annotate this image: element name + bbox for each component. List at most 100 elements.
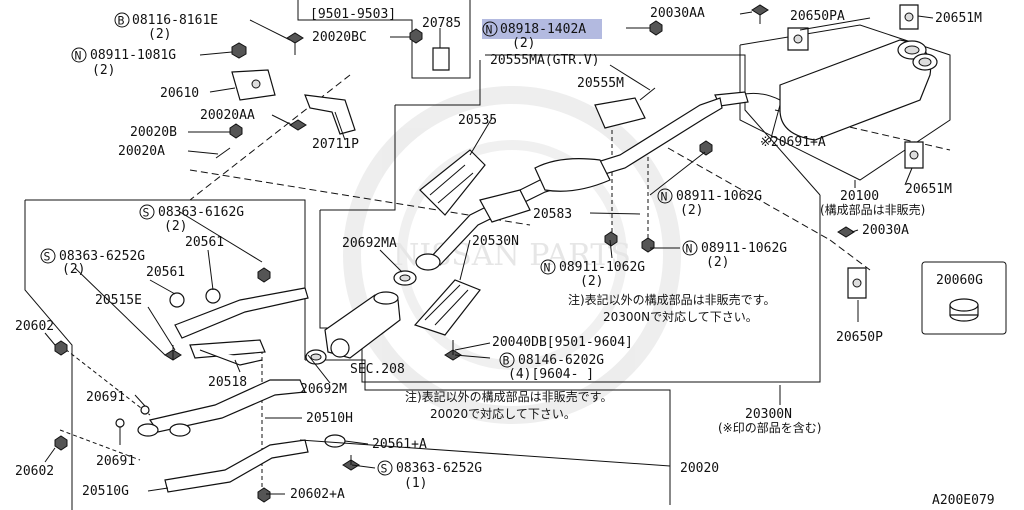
fastener-nut <box>54 435 68 451</box>
label-20040db[interactable]: 20040DB[9501-9604] <box>492 335 633 350</box>
label-20691a[interactable]: ※20691+A <box>760 135 826 150</box>
label-20650p[interactable]: 20650P <box>836 330 883 345</box>
label-20711p[interactable]: 20711P <box>312 137 359 152</box>
fastener-bolt <box>751 4 769 24</box>
label-20020aa[interactable]: 20020AA <box>200 108 255 123</box>
label-08911-1062g[interactable]: 08911-1062G <box>676 189 762 204</box>
label-20561a[interactable]: 20561+A <box>372 437 427 452</box>
label-08911-1081g[interactable]: 08911-1081G <box>90 48 176 63</box>
highlight-08918-1402a[interactable] <box>482 19 602 39</box>
fastener-nut <box>409 28 423 44</box>
label-20691[interactable]: 20691 <box>86 390 125 405</box>
label-20785[interactable]: 20785 <box>422 16 461 31</box>
label-20650pa[interactable]: 20650PA <box>790 9 845 24</box>
fastener-bolt <box>289 119 307 131</box>
label-qty: (2) <box>706 255 729 270</box>
label-08363-6252g[interactable]: 08363-6252G <box>59 249 145 264</box>
label-qty: (2) <box>680 203 703 218</box>
label-sec208[interactable]: SEC.208 <box>350 362 405 377</box>
fastener-bolt <box>444 340 462 361</box>
frame-20100 <box>739 24 951 181</box>
bracket-20785 <box>432 47 450 71</box>
marker-s: S <box>381 462 388 476</box>
label-20692ma[interactable]: 20692MA <box>342 236 397 251</box>
heat-shield-20530n <box>413 279 481 336</box>
label-08918-1402a[interactable]: 08918-1402A <box>500 22 586 37</box>
label-qty: (2) <box>92 63 115 78</box>
label-20030a[interactable]: 20030A <box>862 223 909 238</box>
hanger-rubber-20651m <box>899 4 919 30</box>
label-08911-1062g-c[interactable]: 08911-1062G <box>559 260 645 275</box>
label-20555m[interactable]: 20555M <box>577 76 624 91</box>
fastener-nut <box>649 20 663 36</box>
fastener-bolt <box>342 455 360 471</box>
label-20602a[interactable]: 20602+A <box>290 487 345 502</box>
label-20510g[interactable]: 20510G <box>82 484 129 499</box>
label-20561-b[interactable]: 20561 <box>146 265 185 280</box>
label-20020bc[interactable]: 20020BC <box>312 30 367 45</box>
label-08116-8161e[interactable]: 08116-8161E <box>132 13 218 28</box>
label-qty: (2) <box>62 262 85 277</box>
plug-20060g <box>949 298 979 322</box>
fastener-stud <box>215 147 231 159</box>
label-20535[interactable]: 20535 <box>458 113 497 128</box>
label-20651m-mid[interactable]: 20651M <box>905 182 952 197</box>
note-2-line-2: 20020で対応して下さい。 <box>430 407 576 421</box>
label-20020a[interactable]: 20020A <box>118 144 165 159</box>
label-20651m[interactable]: 20651M <box>935 11 982 26</box>
hanger-rubber-20650p <box>847 267 867 299</box>
fastener-bolt <box>837 226 855 238</box>
heat-shield-20555m <box>594 97 646 129</box>
front-pipe <box>149 287 309 493</box>
label-08363-6252g-b[interactable]: 08363-6252G <box>396 461 482 476</box>
label-20020[interactable]: 20020 <box>680 461 719 476</box>
label-qty: (2) <box>164 219 187 234</box>
marker-n: N <box>75 49 82 63</box>
label-20530n[interactable]: 20530N <box>472 234 519 249</box>
label-20510h[interactable]: 20510H <box>306 411 353 426</box>
clamp-20561 <box>169 288 221 308</box>
label-20020b[interactable]: 20020B <box>130 125 177 140</box>
marker-s: S <box>44 250 51 264</box>
fastener-nut <box>54 340 68 356</box>
note-1-line-1: 注)表記以外の構成部品は非販売です。 <box>568 292 775 307</box>
fastener-nut <box>699 140 713 156</box>
label-20610[interactable]: 20610 <box>160 86 199 101</box>
label-qty: (2) <box>580 274 603 289</box>
clamp-20561a <box>324 434 346 448</box>
label-08146-6202g[interactable]: 08146-6202G <box>518 353 604 368</box>
label-20100[interactable]: 20100 <box>840 189 879 204</box>
heat-shield-20535 <box>419 149 486 216</box>
leader-lines <box>44 11 934 495</box>
hanger-rubber-20650pa <box>787 27 809 51</box>
label-20602-bottom[interactable]: 20602 <box>15 464 54 479</box>
label-08363-6162g[interactable]: 08363-6162G <box>158 205 244 220</box>
label-20515e[interactable]: 20515E <box>95 293 142 308</box>
label-20300n[interactable]: 20300N <box>745 407 792 422</box>
label-20100-note: (構成部品は非販売) <box>820 202 925 217</box>
label-20561[interactable]: 20561 <box>185 235 224 250</box>
bracket-20711p <box>304 94 356 135</box>
fastener-nut <box>229 123 243 139</box>
figure-id: A200E079 <box>932 493 995 508</box>
label-20691-b[interactable]: 20691 <box>96 454 135 469</box>
label-08911-1062g-b[interactable]: 08911-1062G <box>701 241 787 256</box>
pre-muffler <box>324 291 401 359</box>
label-20030aa[interactable]: 20030AA <box>650 6 705 21</box>
label-20692m[interactable]: 20692M <box>300 382 347 397</box>
label-20583[interactable]: 20583 <box>533 207 572 222</box>
label-20555ma[interactable]: 20555MA(GTR.V) <box>490 53 600 68</box>
fastener-nut <box>257 487 271 503</box>
frame-20300n-top <box>395 60 481 106</box>
label-20060g[interactable]: 20060G <box>936 273 983 288</box>
fastener-nut <box>257 267 271 283</box>
label-20602[interactable]: 20602 <box>15 319 54 334</box>
frame-front-pipe-right <box>305 359 671 505</box>
frame-bracket-box <box>297 0 471 79</box>
label-qty: (2) <box>148 27 171 42</box>
label-20518[interactable]: 20518 <box>208 375 247 390</box>
note-1-line-2: 20300Nで対応して下さい。 <box>603 310 758 324</box>
frame-20060g <box>921 261 1007 335</box>
fastener-nut <box>641 237 655 253</box>
gasket-20691 <box>115 405 191 437</box>
